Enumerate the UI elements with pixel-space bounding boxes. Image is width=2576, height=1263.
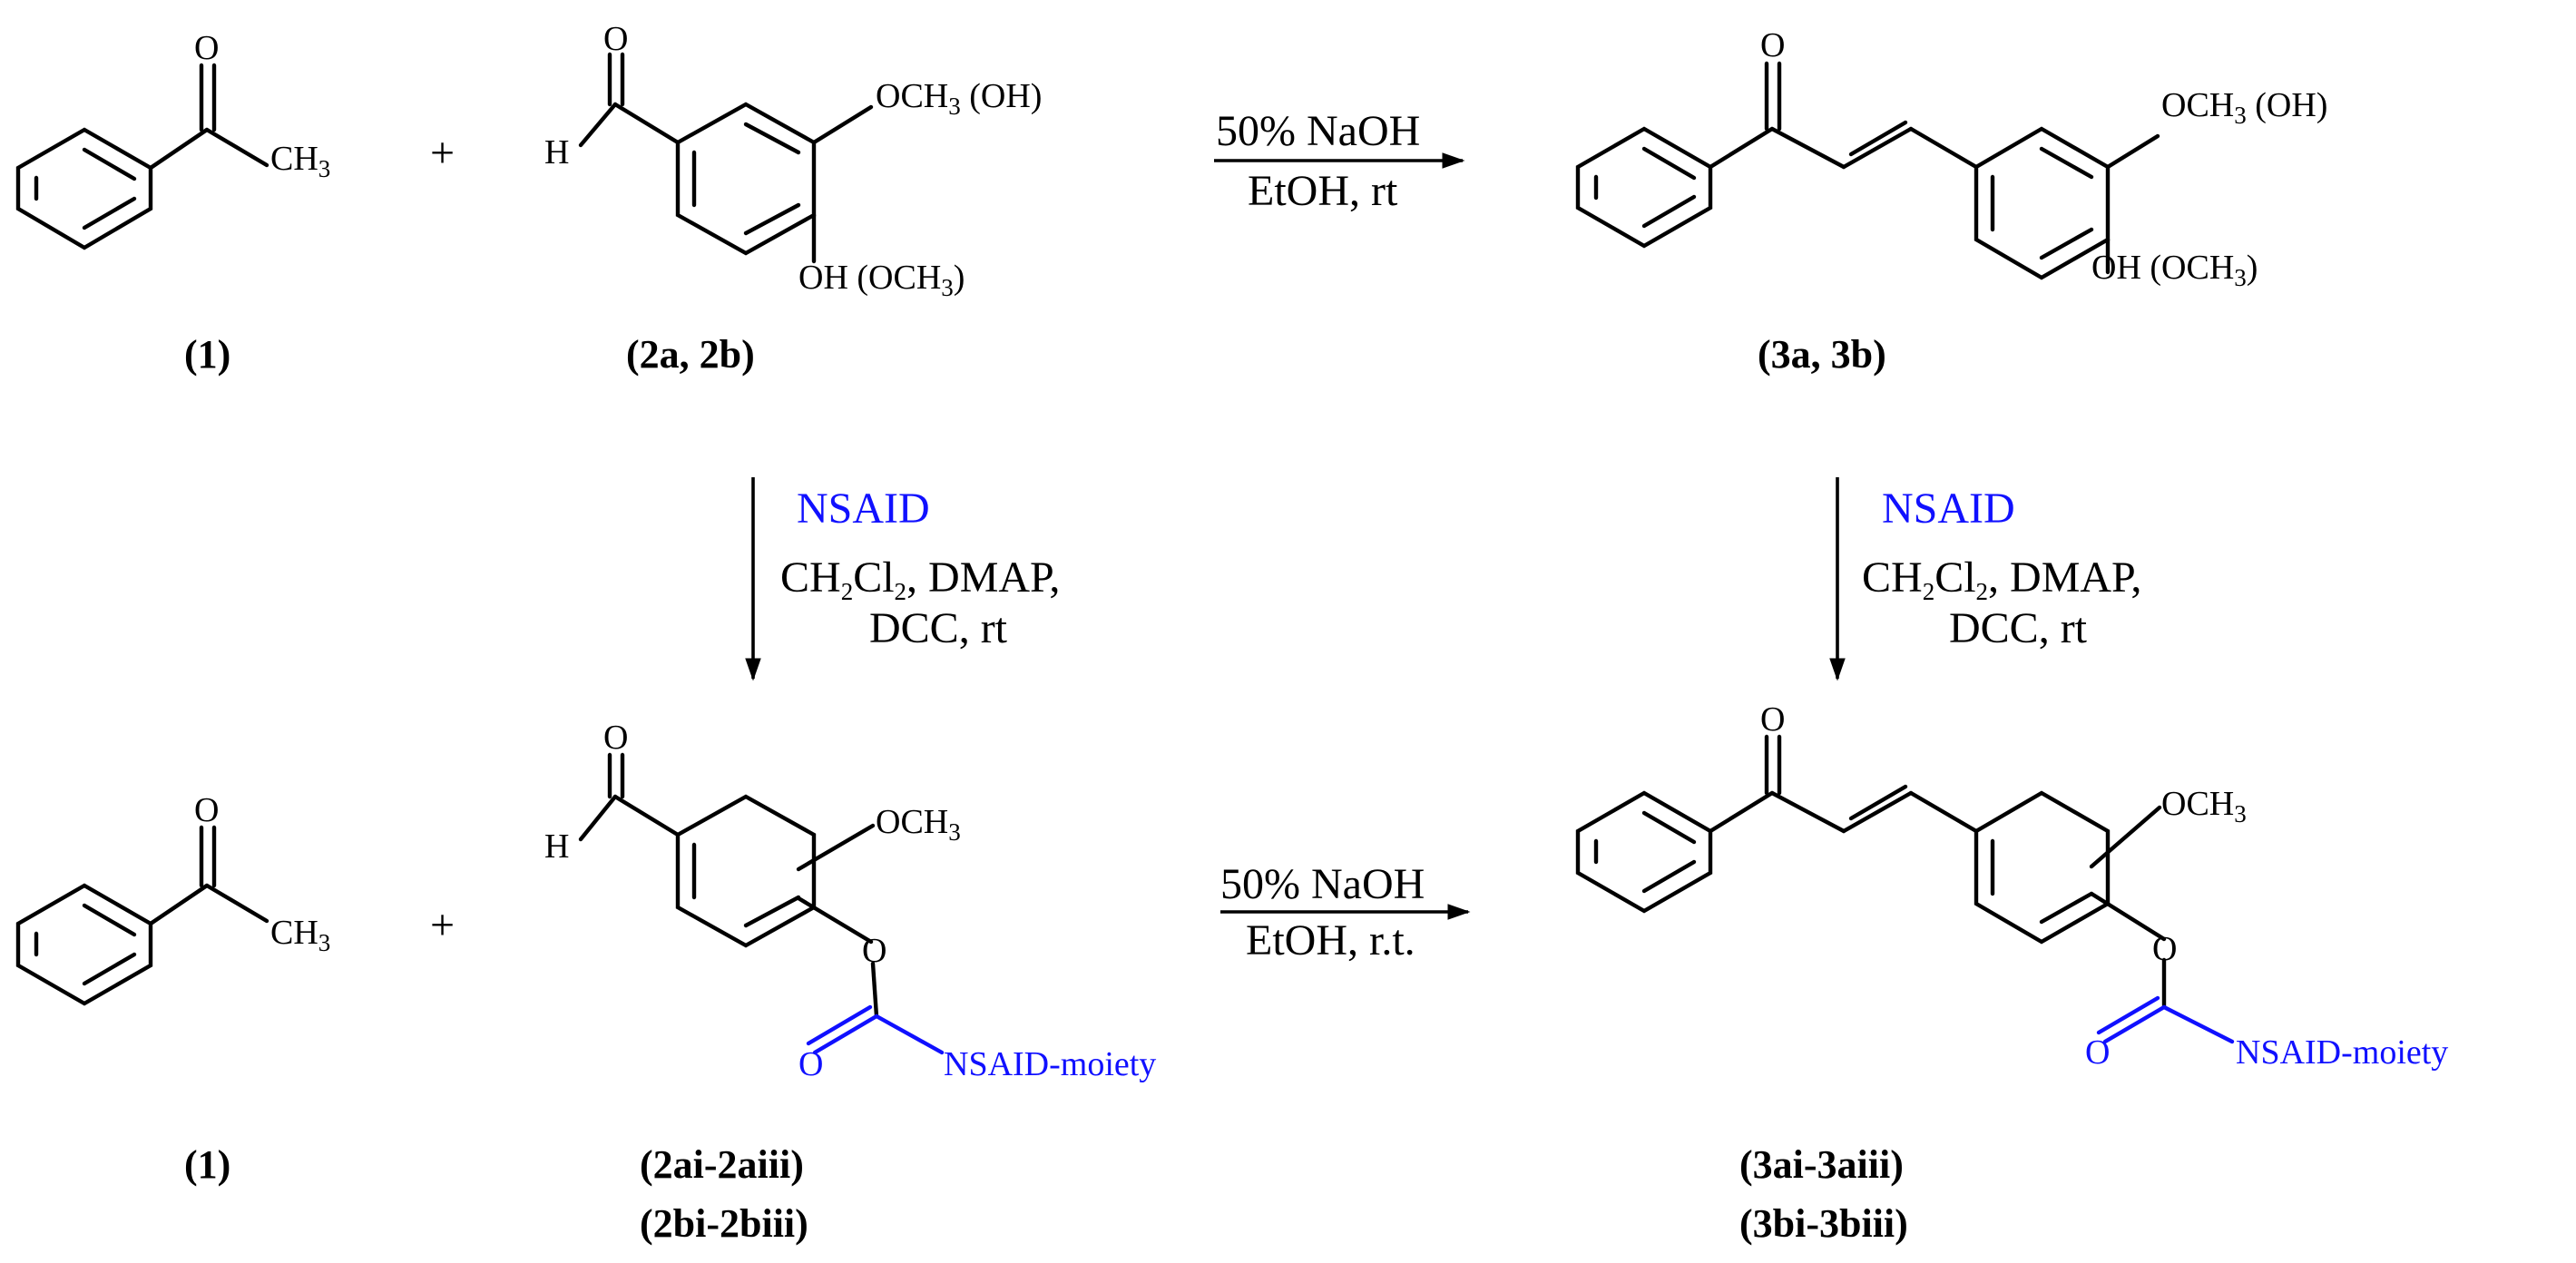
left-esterification-arrow: NSAID CH2Cl2, DMAP, DCC, rt — [745, 477, 1060, 681]
acetophenone-structure-bottom: O CH3 — [15, 791, 330, 1006]
nsaid-ester-aldehyde-structure: O H OCH3 O O NSAID-moiety — [544, 719, 1156, 1083]
top-arrow-reagent: 50% NaOH — [1216, 107, 1420, 155]
right-solvent-line: CH2Cl2, DMAP, — [1862, 553, 2141, 605]
chalcone-carbonyl-oxygen: O — [1760, 26, 1785, 64]
aldehyde-oxygen-bottom: O — [603, 719, 628, 757]
chalcone-structure-top: O OCH3 (OH) OH (OCH3) — [1575, 26, 2327, 291]
aldehyde-hydrogen-bottom: H — [544, 827, 569, 866]
plus-sign-top: + — [430, 129, 455, 177]
nsaid-moiety-bottom: NSAID-moiety — [944, 1045, 1156, 1083]
compound-label-3ab: (3a, 3b) — [1758, 332, 1886, 377]
bottom-arrow-solvent: EtOH, r.t. — [1246, 916, 1415, 964]
compound-label-2b-series: (2bi-2biii) — [640, 1201, 808, 1246]
top-reaction-arrow: 50% NaOH EtOH, rt — [1214, 107, 1465, 215]
carbonyl-oxygen-bottom: O — [194, 791, 219, 829]
methyl-group-bottom: CH3 — [270, 914, 330, 956]
chalcone-ester-oxygen: O — [2152, 930, 2177, 968]
top-arrow-solvent: EtOH, rt — [1248, 167, 1398, 215]
ester-oxygen-bottom: O — [862, 932, 886, 970]
methyl-group: CH3 — [270, 140, 330, 182]
bottom-reaction-arrow: 50% NaOH EtOH, r.t. — [1220, 860, 1471, 964]
compound-label-3b-series: (3bi-3biii) — [1739, 1201, 1908, 1246]
plus-sign-bottom: + — [430, 901, 455, 949]
aldehyde-oxygen: O — [603, 20, 628, 58]
bottom-arrow-reagent: 50% NaOH — [1220, 860, 1425, 908]
methoxy-substituent-bottom: OCH3 — [876, 803, 961, 846]
hydroxy-methoxy-top-substituent: OH (OCH3) — [798, 259, 965, 301]
aldehyde-hydrogen: H — [544, 133, 569, 171]
right-esterification-arrow: NSAID CH2Cl2, DMAP, DCC, rt — [1829, 477, 2141, 681]
compound-label-1-bottom: (1) — [184, 1142, 230, 1187]
left-solvent-line: CH2Cl2, DMAP, — [780, 553, 1060, 605]
chalcone-top-substituent-a: OCH3 (OH) — [2161, 86, 2327, 129]
chalcone-top-substituent-b: OH (OCH3) — [2091, 249, 2258, 291]
right-nsaid-reagent: NSAID — [1882, 485, 2015, 533]
chalcone-nsaid-moiety: NSAID-moiety — [2236, 1033, 2448, 1072]
chalcone-methoxy-bottom: OCH3 — [2161, 785, 2247, 827]
ester-carbonyl-oxygen-bottom: O — [798, 1045, 823, 1083]
acetophenone-structure-top: O CH3 — [15, 29, 330, 250]
compound-label-3a-series: (3ai-3aiii) — [1739, 1142, 1904, 1187]
compound-label-2ab: (2a, 2b) — [626, 332, 755, 377]
nsaid-chalcone-structure: O OCH3 O O NSAID-moiety — [1575, 700, 2448, 1072]
methoxy-hydroxy-top-substituent: OCH3 (OH) — [876, 77, 1042, 120]
left-nsaid-reagent: NSAID — [797, 485, 930, 533]
compound-label-1-top: (1) — [184, 332, 230, 377]
carbonyl-oxygen: O — [194, 29, 219, 67]
compound-label-2a-series: (2ai-2aiii) — [640, 1142, 804, 1187]
left-coupling-reagent: DCC, rt — [869, 604, 1008, 652]
chalcone-carbonyl-oxygen-bottom: O — [1760, 700, 1785, 739]
benzaldehyde-structure-top: O H OCH3 (OH) OH (OCH3) — [544, 20, 1042, 301]
chalcone-ester-carbonyl-oxygen: O — [2085, 1033, 2110, 1072]
right-coupling-reagent: DCC, rt — [1949, 604, 2088, 652]
